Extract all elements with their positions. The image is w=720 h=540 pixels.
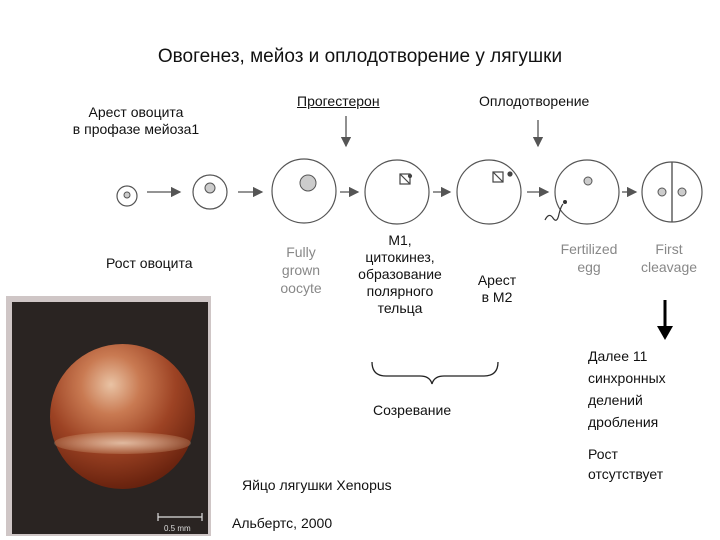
arrest-m2-label: Арест в М2 (477, 272, 517, 305)
maturation-brace (371, 361, 499, 385)
stage-fully-grown-oocyte (271, 158, 337, 224)
nucleus (123, 191, 131, 199)
stage-m1 (364, 159, 430, 225)
spindle (399, 173, 411, 185)
sperm (544, 203, 564, 221)
page-title: Овогенез, мейоз и оплодотворение у лягуш… (157, 46, 563, 67)
spindle (492, 171, 504, 183)
nucleus (677, 187, 687, 197)
nucleus (583, 176, 593, 186)
stage-fertilized-egg (554, 159, 620, 225)
progesterone-label: Прогестерон (297, 93, 380, 109)
nucleus (299, 174, 317, 192)
source: Альбертс, 2000 (232, 515, 333, 531)
nucleus (657, 187, 667, 197)
m1-label: М1, цитокинез, образование полярного тел… (358, 232, 442, 316)
egg-image (50, 344, 195, 489)
stage-m2 (456, 159, 522, 225)
further-divisions-label: Далее 11 синхронных делений дробления (588, 348, 666, 430)
arrest-label: Арест овоцита в профазе мейоза1 (72, 104, 200, 137)
growth-label: Рост овоцита (106, 255, 193, 271)
scale-label: 0.5 mm (164, 524, 191, 533)
caption: Яйцо лягушки Xenopus (242, 477, 392, 493)
maturation-label: Созревание (373, 402, 452, 418)
fertilized-egg-label: Fertilized egg (560, 241, 618, 275)
no-growth-label: Рост отсутствует (588, 446, 664, 482)
fully-grown-label: Fully grown oocyte (280, 244, 322, 296)
scale-bar (157, 513, 203, 521)
nucleus (204, 182, 216, 194)
fertilization-label: Оплодотворение (479, 93, 590, 109)
first-cleavage-label: First cleavage (640, 241, 698, 275)
xenopus-egg-photo: 0.5 mm (6, 296, 211, 536)
